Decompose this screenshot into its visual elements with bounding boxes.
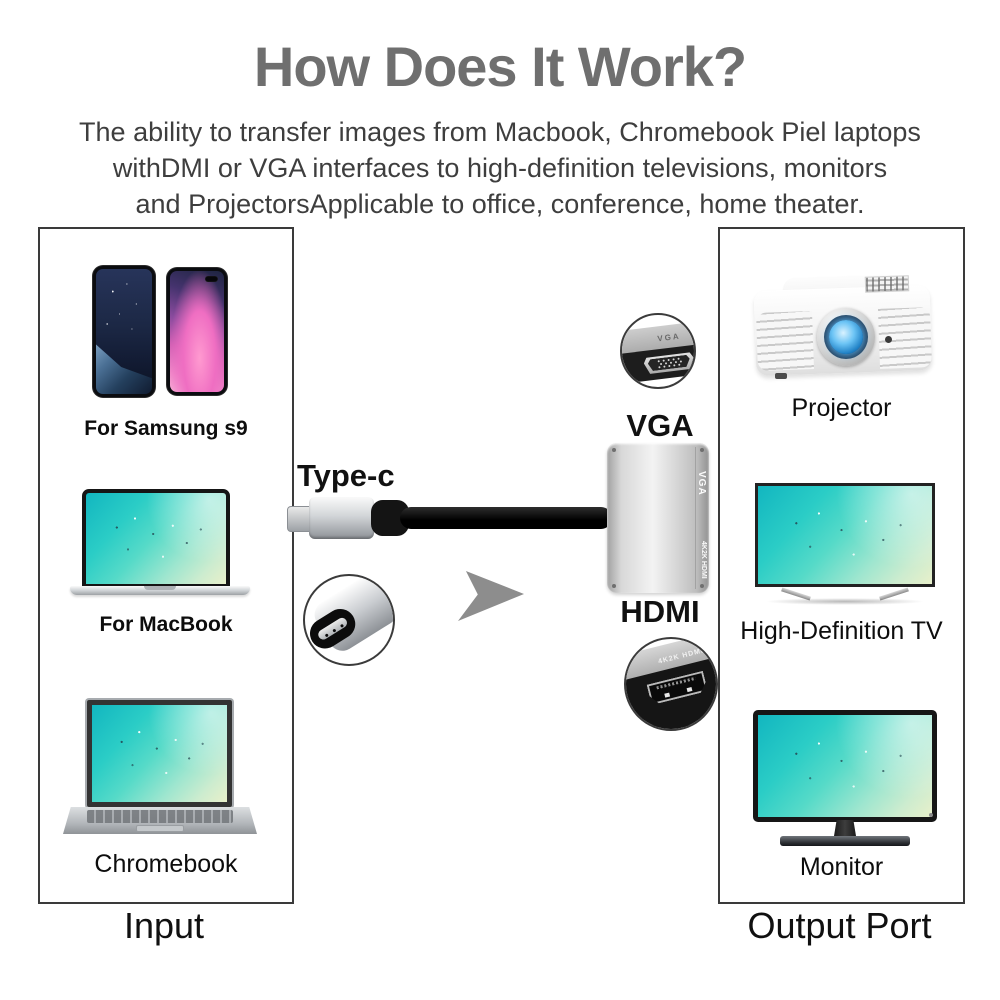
phone-screen [170, 271, 224, 392]
hdmi-connector-icon [647, 671, 708, 705]
label-monitor: Monitor [799, 853, 884, 881]
label-hd-tv: High-Definition TV [740, 617, 943, 645]
projector-foot [775, 373, 787, 379]
page-title: How Does It Work? [253, 35, 747, 98]
chromebook-keyboard [87, 810, 233, 823]
adapter-seam [695, 447, 696, 589]
chromebook-keyboard-deck [63, 807, 257, 834]
usb-c-connector-icon [305, 576, 393, 664]
hdmi-label: HDMI [620, 594, 700, 629]
macbook-base [70, 586, 250, 595]
phone-screen [96, 269, 152, 394]
projector-image [753, 273, 933, 379]
usb-c-connector-closeup [303, 574, 395, 666]
monitor-image [753, 710, 937, 852]
vga-closeup-text: VGA [656, 331, 682, 344]
camera-cutout [205, 276, 218, 282]
chromebook-screen [87, 700, 232, 807]
screw-icon [612, 584, 616, 588]
tv-image [755, 483, 935, 605]
label-for-macbook: For MacBook [99, 613, 233, 636]
adapter-body-image: VGA 4K2K HDMI [607, 443, 709, 593]
label-chromebook: Chromebook [94, 850, 238, 878]
subtitle: The ability to transfer images from Macb… [0, 114, 1000, 222]
projector-vents [756, 311, 814, 371]
tv-shadow [765, 598, 925, 605]
type-c-label: Type-c [297, 458, 395, 493]
projector-lens [817, 308, 875, 366]
cable-image [400, 507, 612, 529]
label-for-samsung-s9: For Samsung s9 [84, 417, 248, 440]
usb-c-tongue [316, 616, 349, 642]
samsung-phone-dark-image [93, 266, 155, 397]
output-panel: Projector High-Definition TV Monitor [718, 227, 965, 904]
chromebook-touchpad [136, 825, 184, 832]
phone-wallpaper-mountain [96, 344, 152, 394]
label-projector: Projector [791, 394, 892, 422]
vga-port-closeup: VGA [620, 313, 696, 389]
projector-control-panel [864, 275, 910, 293]
vga-pins [647, 354, 690, 371]
macbook-image [40, 489, 292, 601]
screw-icon [700, 584, 704, 588]
adapter-hdmi-print: 4K2K HDMI [700, 541, 707, 579]
usb-c-plug-tip-image [287, 506, 311, 532]
tv-screen [755, 483, 935, 587]
input-panel: For Samsung s9 For MacBook Chromebook [38, 227, 294, 904]
monitor-power-led [929, 813, 933, 817]
monitor-stand-neck [834, 820, 856, 836]
projector-lens-glass [829, 320, 863, 354]
monitor-stand-base [780, 836, 910, 846]
monitor-screen [753, 710, 937, 822]
subtitle-line-1: The ability to transfer images from Macb… [79, 117, 921, 147]
hdmi-port-closeup: 4K2K HDMI [624, 637, 718, 731]
macbook-screen [82, 489, 230, 588]
samsung-phone-pink-image [167, 268, 227, 395]
hdmi-pin-dot [687, 687, 693, 692]
projector-sensor [885, 336, 892, 343]
subtitle-line-2: withDMI or VGA interfaces to high-defini… [112, 153, 888, 183]
screw-icon [700, 448, 704, 452]
adapter-vga-print: VGA [696, 471, 707, 496]
input-caption: Input [123, 905, 205, 946]
screw-icon [612, 448, 616, 452]
vga-connector-icon [643, 352, 695, 375]
vga-label: VGA [626, 408, 694, 443]
usb-c-plug-image [309, 497, 374, 539]
output-caption: Output Port [747, 905, 932, 946]
subtitle-line-3: and ProjectorsApplicable to office, conf… [135, 189, 865, 219]
hdmi-pin-dot [664, 693, 670, 698]
arrow-right-icon [458, 571, 524, 621]
